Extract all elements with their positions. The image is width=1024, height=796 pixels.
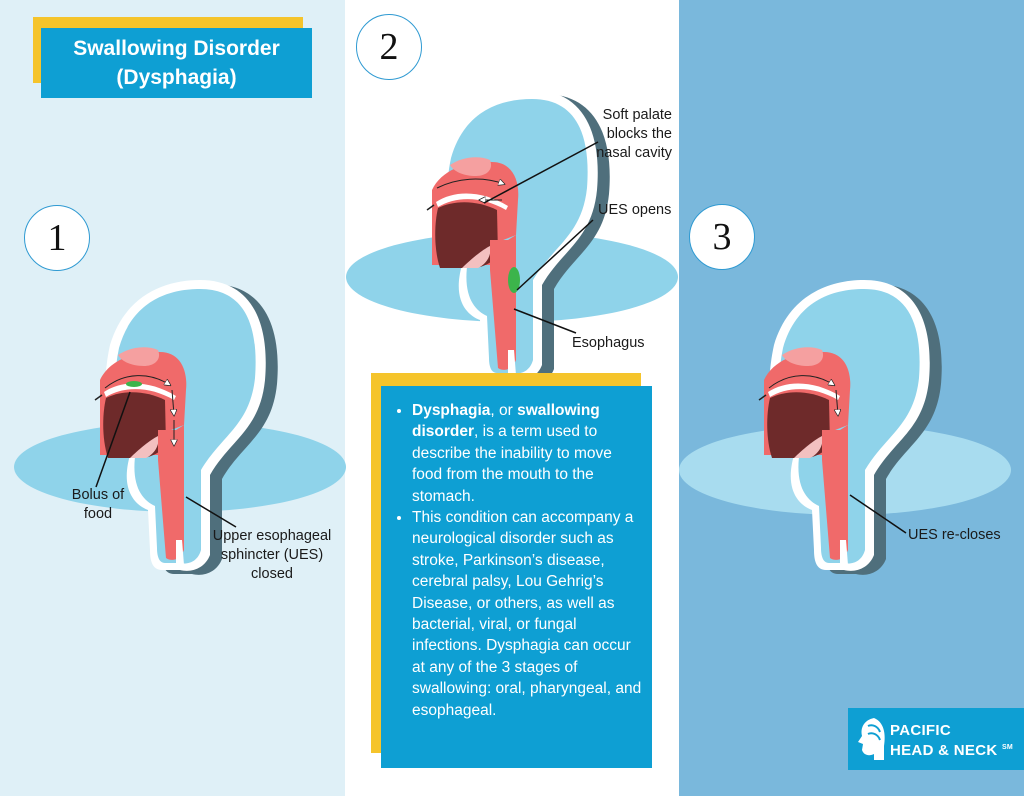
head-profile-icon [858,718,885,760]
stage-3-number: 3 [689,204,755,270]
info-list: Dysphagia, or swallowing disorder, is a … [393,400,642,721]
label-bolus-of-food: Bolus of food [71,487,125,522]
title-line-2: (Dysphagia) [116,66,237,89]
label-ues-recloses: UES re-closes [908,527,1001,543]
label-esophagus: Esophagus [572,335,645,351]
label-soft-palate: Soft palate blocks the nasal cavity [596,107,672,161]
label-ues-closed: Upper esophageal sphincter (UES) closed [212,528,332,582]
stage-1-head-illustration [94,279,279,576]
page-title: Swallowing Disorder (Dysphagia) [41,28,312,98]
logo-line-1: PACIFIC [890,722,951,739]
logo: PACIFIC HEAD & NECK SM [848,708,1024,770]
info-text-b: , is a term used to describe the inabili… [412,423,612,505]
label-ues-opens: UES opens [598,202,672,218]
info-item-definition: Dysphagia, or swallowing disorder, is a … [412,400,642,507]
title-line-1: Swallowing Disorder [73,37,280,60]
info-box: Dysphagia, or swallowing disorder, is a … [381,386,652,768]
stage-3-head-illustration [758,279,943,576]
stage-2-number: 2 [356,14,422,80]
bolus-shape [126,381,142,387]
info-item-conditions: This condition can accom­pany a neurolog… [412,507,642,721]
term-dysphagia: Dysphagia [412,402,491,419]
term-swallowing-disorder: swallowing disorder [412,402,600,441]
info-text-a: , or [490,402,518,419]
logo-text: PACIFIC HEAD & NECK SM [890,722,1013,759]
stage-2-head-illustration [426,89,611,386]
stage-1-number: 1 [24,205,90,271]
bolus-in-ues-shape [508,267,520,293]
logo-service-mark: SM [1001,744,1014,751]
logo-line-2: HEAD & NECK [890,742,998,759]
